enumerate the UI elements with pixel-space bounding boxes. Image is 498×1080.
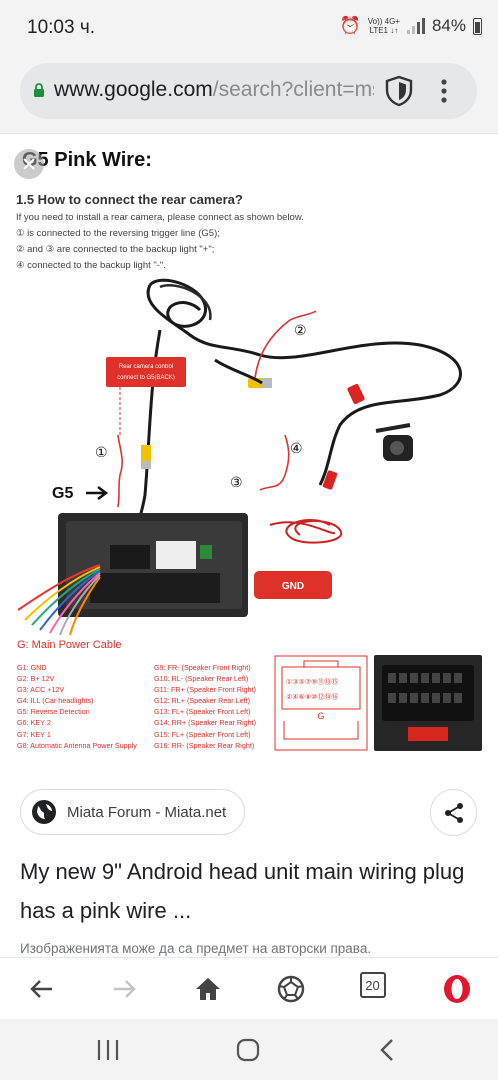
tabs-button[interactable]: 20 — [360, 972, 386, 998]
share-button[interactable] — [430, 789, 477, 836]
url-path: /search?client=ms — [212, 78, 374, 101]
system-navigation-bar — [0, 1019, 498, 1080]
legend-item: G13: FL+ (Speaker Front Left) — [154, 707, 251, 717]
battery-level: 84% — [431, 16, 466, 35]
recent-apps-icon[interactable] — [94, 1037, 122, 1063]
forward-icon[interactable] — [107, 972, 141, 1006]
network-type-top: Vo)) 4G+ — [367, 17, 400, 26]
g5-label: G5 — [52, 485, 73, 502]
alarm-icon: ⏰ — [339, 16, 361, 35]
back-icon[interactable] — [25, 972, 59, 1006]
marker-2: ② — [294, 322, 307, 338]
marker-1: ① — [95, 444, 108, 460]
legend-item: G2: B+ 12V — [17, 674, 55, 684]
speed-dial-icon[interactable] — [274, 972, 308, 1006]
result-title[interactable]: My new 9" Android head unit main wiring … — [20, 859, 465, 923]
legend-item: G11: FR+ (Speaker Front Right) — [154, 685, 256, 695]
legend-item: G5: Reverse Detection — [17, 707, 90, 717]
browser-toolbar: www.google.com/search?client=ms — [0, 56, 498, 134]
callout-line-2: connect to G5(BACK) — [117, 375, 175, 381]
status-time: 10:03 ч. — [27, 17, 96, 38]
system-back-icon[interactable] — [374, 1037, 402, 1063]
shield-icon[interactable] — [384, 75, 414, 107]
instruction-line: If you need to install a rear camera, pl… — [16, 212, 304, 223]
battery-icon — [473, 17, 482, 35]
more-options-icon[interactable] — [434, 77, 454, 105]
url-text[interactable]: www.google.com/search?client=ms — [54, 78, 374, 102]
callout-line-1: Rear camera control — [119, 364, 173, 370]
address-bar[interactable]: www.google.com/search?client=ms — [20, 63, 477, 119]
status-bar: 10:03 ч. ⏰ Vo)) 4G+ LTE1 ↓↑ 84% — [0, 0, 498, 56]
connector-photo — [374, 655, 482, 751]
url-host: www.google.com — [54, 78, 213, 101]
legend-item: G9: FR- (Speaker Front Right) — [154, 663, 251, 672]
legend-item: G10: RL- (Speaker Rear Left) — [154, 674, 249, 684]
tab-count: 20 — [365, 978, 380, 993]
connector-row-1: ①③⑤⑦⑨⑪⑬⑮ — [286, 678, 338, 686]
gnd-label: GND — [282, 581, 304, 592]
instruction-line: ② and ③ are connected to the backup ligh… — [16, 244, 215, 255]
legend-item: G4: ILL (Car headlights) — [17, 696, 94, 706]
source-label: Miata Forum - Miata.net — [67, 803, 227, 821]
lock-icon — [34, 83, 44, 97]
cable-title: G: Main Power Cable — [17, 639, 122, 651]
globe-icon — [32, 800, 56, 824]
signal-icon — [406, 18, 425, 34]
marker-3: ③ — [230, 474, 243, 490]
marker-4: ④ — [290, 440, 303, 456]
network-indicator: Vo)) 4G+ LTE1 ↓↑ — [368, 17, 400, 35]
share-icon — [445, 803, 463, 823]
instruction-line: ④ connected to the backup light "-". — [16, 260, 166, 271]
copyright-notice: Изображенията може да са предмет на авто… — [20, 941, 372, 956]
legend-item: G1: GND — [17, 663, 47, 672]
image-subtitle: 1.5 How to connect the rear camera? — [16, 192, 243, 207]
image-title: G5 Pink Wire: — [22, 149, 152, 171]
legend-item: G8: Automatic Antenna Power Supply — [17, 740, 137, 750]
legend-item: G14: RR+ (Speaker Rear Right) — [154, 718, 257, 728]
legend-item: G16: RR- (Speaker Rear Right) — [154, 740, 255, 750]
connector-g: G — [317, 711, 324, 721]
network-type-bottom: LTE1 ↓↑ — [369, 26, 399, 35]
wiring-diagram: Rear camera control connect to G5(BACK) … — [17, 278, 462, 635]
home-button-icon[interactable] — [234, 1037, 262, 1063]
opera-menu-icon[interactable] — [440, 972, 474, 1006]
home-icon[interactable] — [191, 972, 225, 1006]
legend-item: G3: ACC +12V — [17, 685, 65, 695]
preview-image[interactable]: G5 Pink Wire: 1.5 How to connect the rea… — [0, 135, 498, 775]
status-indicators: ⏰ Vo)) 4G+ LTE1 ↓↑ 84% — [340, 16, 482, 36]
browser-bottom-bar: 20 — [0, 957, 498, 1019]
connector-pinout: ①③⑤⑦⑨⑪⑬⑮ ②④⑥⑧⑩⑫⑭⑯ G — [274, 655, 368, 751]
legend-item: G15: FL+ (Speaker Front Left) — [154, 729, 251, 739]
connector-row-2: ②④⑥⑧⑩⑫⑭⑯ — [286, 693, 338, 701]
legend-right: G9: FR- (Speaker Front Right) G10: RL- (… — [154, 662, 256, 751]
legend-left: G1: GND G2: B+ 12V G3: ACC +12V G4: ILL … — [17, 662, 137, 751]
close-icon[interactable] — [14, 149, 44, 179]
legend-item: G6: KEY 2 — [17, 718, 51, 728]
legend-item: G12: RL+ (Speaker Rear Left) — [154, 696, 251, 706]
legend-item: G7: KEY 1 — [17, 729, 51, 739]
instruction-line: ① is connected to the reversing trigger … — [16, 228, 220, 239]
source-chip[interactable]: Miata Forum - Miata.net — [20, 789, 245, 835]
